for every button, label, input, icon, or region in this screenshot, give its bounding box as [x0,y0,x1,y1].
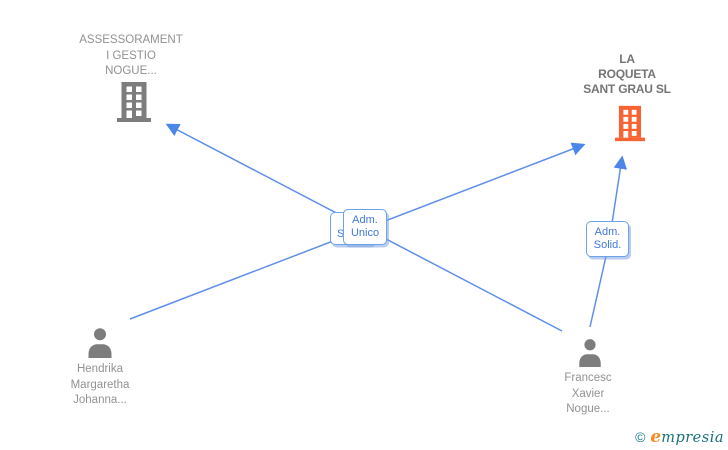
brand-name: mpresia [661,430,724,446]
copyright-icon: © [635,429,646,445]
company-name-roqueta: LA ROQUETA SANT GRAU SL [583,52,671,96]
person-name-francesc: Francesc Xavier Nogue... [564,372,612,415]
brand-initial: e [650,427,662,447]
relation-box-adm-unico[interactable]: Adm. Unico [343,209,387,245]
building-icon[interactable] [117,82,151,127]
person-icon[interactable] [576,339,604,372]
relation-label-line: Adm. [594,226,621,238]
building-icon[interactable] [615,104,645,148]
relation-label-line: Adm. [352,214,378,226]
person-icon[interactable] [85,328,115,363]
relation-label-line: Solid. [593,239,622,251]
empresia-logo[interactable]: © e mpresia [635,427,724,447]
relation-box-hidden-label: S [337,228,345,240]
relation-label-line: Unico [350,227,380,239]
relation-box-adm-solid[interactable]: Adm. Solid. [586,221,629,257]
company-name-assessorament: ASSESSORAMENT I GESTIO NOGUE... [79,34,183,77]
person-name-hendrika: Hendrika Margaretha Johanna... [70,363,130,406]
